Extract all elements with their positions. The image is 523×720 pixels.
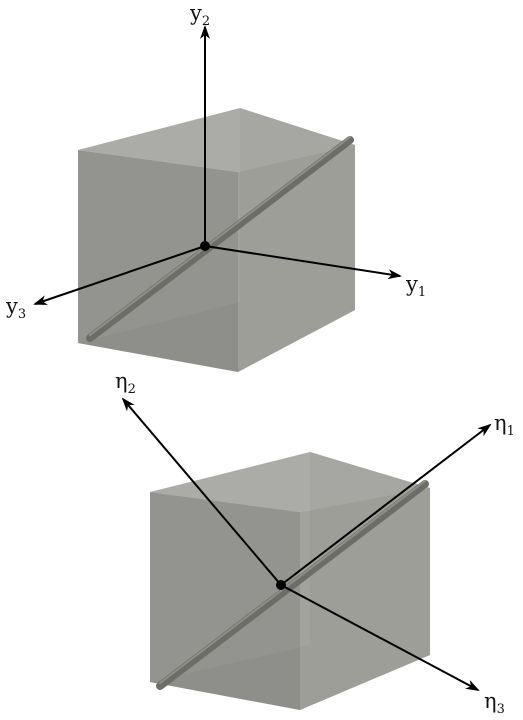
bottom-cube-top-face — [150, 452, 430, 512]
axis-eta2-arrow — [121, 397, 282, 586]
axis-label-y1: y1 — [405, 272, 426, 300]
bottom-cube-figure: η2 η1 η3 — [115, 369, 515, 717]
axis-label-y3: y3 — [5, 294, 26, 322]
bottom-cube — [150, 452, 430, 710]
axis-y1-arrow — [204, 245, 402, 280]
axis-y3-arrow — [33, 245, 206, 305]
axis-eta3-arrow — [280, 584, 480, 691]
axis-eta1-arrow — [280, 423, 492, 586]
top-cube — [78, 108, 355, 372]
bottom-origin-point — [276, 580, 286, 590]
bottom-cube-fiber — [156, 480, 429, 690]
top-cube-fiber — [86, 136, 354, 342]
axis-label-eta1: η1 — [494, 411, 515, 439]
bottom-cube-front-face — [150, 492, 300, 710]
bottom-axes: η2 η1 η3 — [115, 369, 515, 717]
top-cube-top-face — [78, 108, 355, 172]
bottom-cube-right-face — [300, 488, 430, 710]
top-cube-fiber-highlight — [89, 136, 351, 336]
axis-label-eta2: η2 — [115, 369, 136, 397]
top-axes: y2 y1 y3 — [5, 1, 426, 322]
axis-label-eta3: η3 — [484, 689, 505, 717]
axis-label-y2: y2 — [189, 1, 210, 29]
top-origin-point — [200, 241, 210, 251]
bottom-cube-fiber-highlight — [159, 480, 426, 684]
top-cube-figure: y2 y1 y3 — [5, 1, 426, 372]
